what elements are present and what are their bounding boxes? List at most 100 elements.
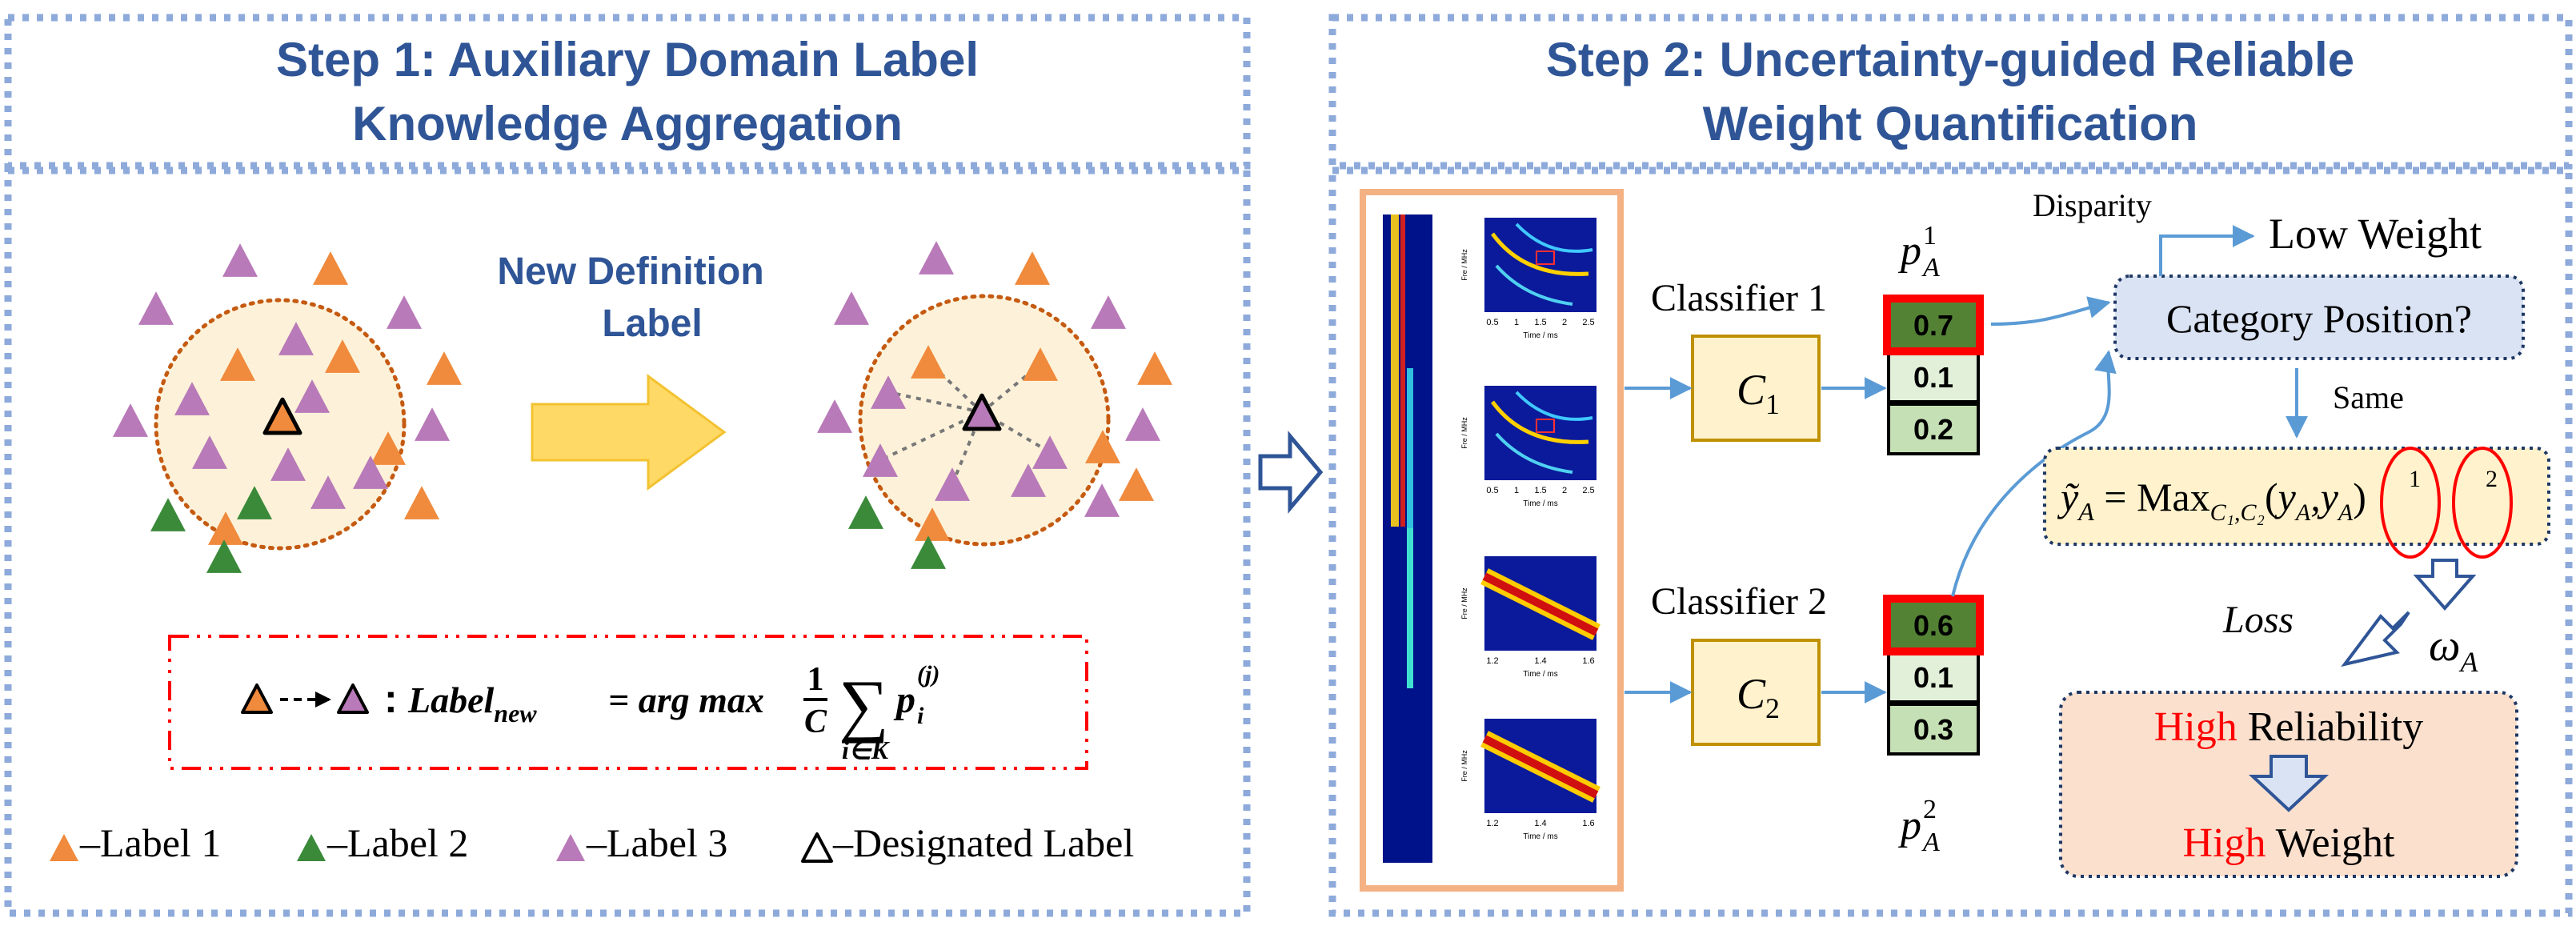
spec-xtick-2-0: 0.5	[1486, 486, 1498, 495]
formula-p-sup: (j)	[917, 661, 939, 687]
step2-title-frame	[1328, 14, 2573, 170]
legend-label1: –Label 1	[79, 820, 221, 865]
new-definition-line2: Label	[602, 303, 702, 345]
probs2-value-2: 0.1	[1913, 661, 1953, 694]
point-right-2	[1015, 251, 1050, 285]
chirp-curve-1	[1490, 232, 1589, 276]
point-left-4	[387, 295, 422, 329]
classifier2-box	[1691, 639, 1821, 746]
step1-title-frame	[4, 14, 1251, 170]
point-right-8	[1137, 351, 1172, 385]
point-right-10	[1125, 407, 1160, 441]
probs1-cell-2	[1887, 351, 1980, 403]
point-right-9	[817, 399, 852, 433]
cluster-before-points	[113, 243, 462, 573]
formula-argmax: = arg max	[608, 679, 764, 720]
band-inner-4	[1482, 735, 1599, 799]
strip-band-red	[1400, 214, 1405, 527]
legend-label1-marker	[50, 834, 78, 861]
max-formula-box	[2043, 447, 2550, 546]
p2-symbol: p	[1897, 803, 1921, 848]
point-left-7	[325, 339, 360, 373]
arrow-probs2-to-category	[1951, 350, 2117, 597]
spec-xtick-1-0: 0.5	[1486, 318, 1498, 327]
highlight-y1	[2380, 447, 2441, 559]
arrow-disparity-low-weight	[2159, 225, 2255, 276]
high-reliability: High Reliability	[2154, 704, 2424, 750]
step-transition-arrow	[1258, 431, 1324, 514]
spec-xtick-1-3: 2	[1562, 318, 1567, 327]
roi-box-2	[1536, 419, 1555, 433]
spec-xtick-1-4: 2.5	[1582, 318, 1594, 327]
point-right-18	[848, 495, 883, 529]
omega-symbol: ωA	[2429, 621, 2479, 678]
reliability-down-arrow	[2248, 755, 2330, 812]
formula-frac-den: C	[804, 704, 827, 740]
point-left-12	[415, 407, 450, 441]
probs1-cell-3	[1887, 403, 1980, 455]
highlight-y2	[2452, 447, 2513, 559]
low-weight-label: Low Weight	[2269, 210, 2482, 258]
point-left-3	[138, 291, 174, 325]
designated-point-after	[962, 393, 1002, 431]
new-definition-line1: New Definition	[497, 251, 763, 293]
point-right-17	[1084, 483, 1120, 517]
formula-p-sub: i	[917, 703, 924, 729]
formula-arrow-glyph	[241, 683, 369, 714]
probs1-value-1: 0.7	[1913, 309, 1953, 342]
probs2-cell-2	[1887, 651, 1980, 704]
formula-frac-num: 1	[807, 661, 824, 698]
spec-xtick-3-0: 1.2	[1486, 656, 1498, 666]
formula-box	[168, 635, 1088, 770]
point-right-1	[919, 241, 954, 275]
classifier1-box	[1691, 335, 1821, 442]
point-left-2	[313, 251, 348, 285]
probs1-value-3: 0.2	[1913, 413, 1953, 446]
arrow-probs1-to-category	[1990, 296, 2111, 326]
p1-sup: 1	[1923, 221, 1937, 251]
point-left-9	[174, 382, 210, 415]
step1-title-line1: Step 1: Auxiliary Domain Label	[276, 33, 979, 86]
spec-ylabel-1: Fre / MHz	[1460, 249, 1468, 281]
formula-colon: :	[384, 676, 398, 721]
spec-xtick-2-2: 1.5	[1534, 486, 1546, 495]
classifier2-symbol: C2	[1737, 670, 1780, 724]
spec-xtick-3-1: 1.4	[1534, 656, 1546, 666]
point-right-20	[911, 535, 946, 569]
point-left-11	[113, 403, 148, 437]
classifier2-probabilities: 0.6 0.1 0.3	[1883, 595, 1984, 756]
formula-p: p	[893, 679, 915, 721]
point-right-19	[915, 507, 950, 541]
spec-ylabel-3: Fre / MHz	[1460, 587, 1468, 619]
point-right-14	[935, 467, 970, 501]
spec-xtick-2-4: 2.5	[1582, 486, 1594, 495]
legend-designated-marker	[801, 832, 833, 863]
category-position-label: Category Position?	[2166, 296, 2472, 341]
probs2-max-highlight	[1883, 595, 1984, 655]
chirp-curve-2	[1490, 400, 1589, 444]
strip-band-yellow	[1391, 214, 1399, 527]
classifier2-label: Classifier 2	[1651, 580, 1827, 623]
spec-xtick-2-1: 1	[1514, 486, 1519, 495]
cluster-after-points	[817, 241, 1172, 569]
probs2-cell-3	[1887, 703, 1980, 756]
probs2-value-1: 0.6	[1913, 609, 1953, 642]
point-left-14	[192, 435, 227, 469]
point-right-3	[834, 291, 869, 325]
point-left-15	[270, 447, 306, 481]
probs2-value-3: 0.3	[1913, 713, 1953, 746]
probs1-max-highlight	[1883, 295, 1984, 355]
spec-ylabel-4: Fre / MHz	[1460, 750, 1468, 782]
spec-xlabel-3: Time / ms	[1523, 670, 1558, 679]
step1-title-line2: Knowledge Aggregation	[352, 97, 903, 150]
point-right-16	[1119, 467, 1154, 501]
neighbor-link-6	[927, 360, 984, 414]
designated-point-before	[262, 397, 302, 435]
p2-sub: A	[1921, 828, 1940, 857]
strip-band-cyan-2	[1407, 528, 1413, 688]
point-right-7	[871, 375, 906, 409]
formula-sum: ∑	[839, 667, 889, 744]
arrow-to-loss	[2341, 611, 2410, 667]
